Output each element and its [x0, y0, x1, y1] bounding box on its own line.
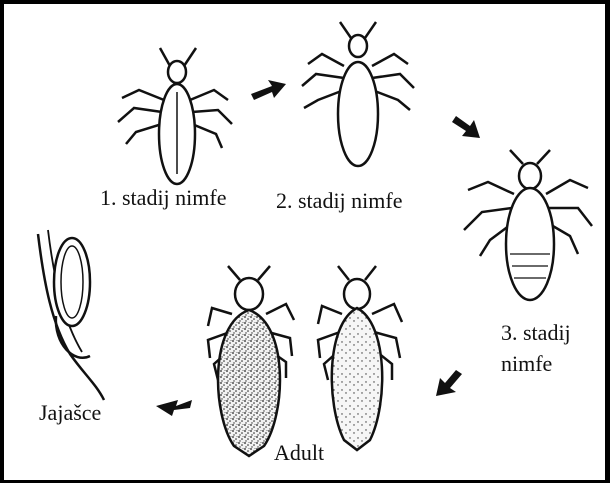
nymph-stage-3-figure — [464, 150, 592, 300]
nymph-stage-1-label: 1. stadij nimfe — [100, 187, 226, 209]
arrow-3-to-adult — [436, 370, 462, 396]
egg-label: Jajašce — [39, 402, 101, 424]
arrow-1-to-2 — [251, 80, 286, 100]
adult-female-figure — [208, 266, 294, 456]
nymph-stage-1-figure — [118, 48, 232, 184]
nymph-stage-3-label-line2: nimfe — [501, 353, 552, 375]
adult-label: Adult — [274, 442, 324, 464]
nymph-stage-2-label: 2. stadij nimfe — [276, 190, 402, 212]
nymph-stage-3-label-line1: 3. stadij — [501, 322, 571, 344]
adult-male-figure — [318, 266, 402, 450]
arrow-adult-to-egg — [156, 400, 192, 416]
egg-figure — [38, 230, 104, 400]
nymph-stage-2-figure — [302, 22, 414, 166]
arrow-2-to-3 — [452, 116, 480, 138]
